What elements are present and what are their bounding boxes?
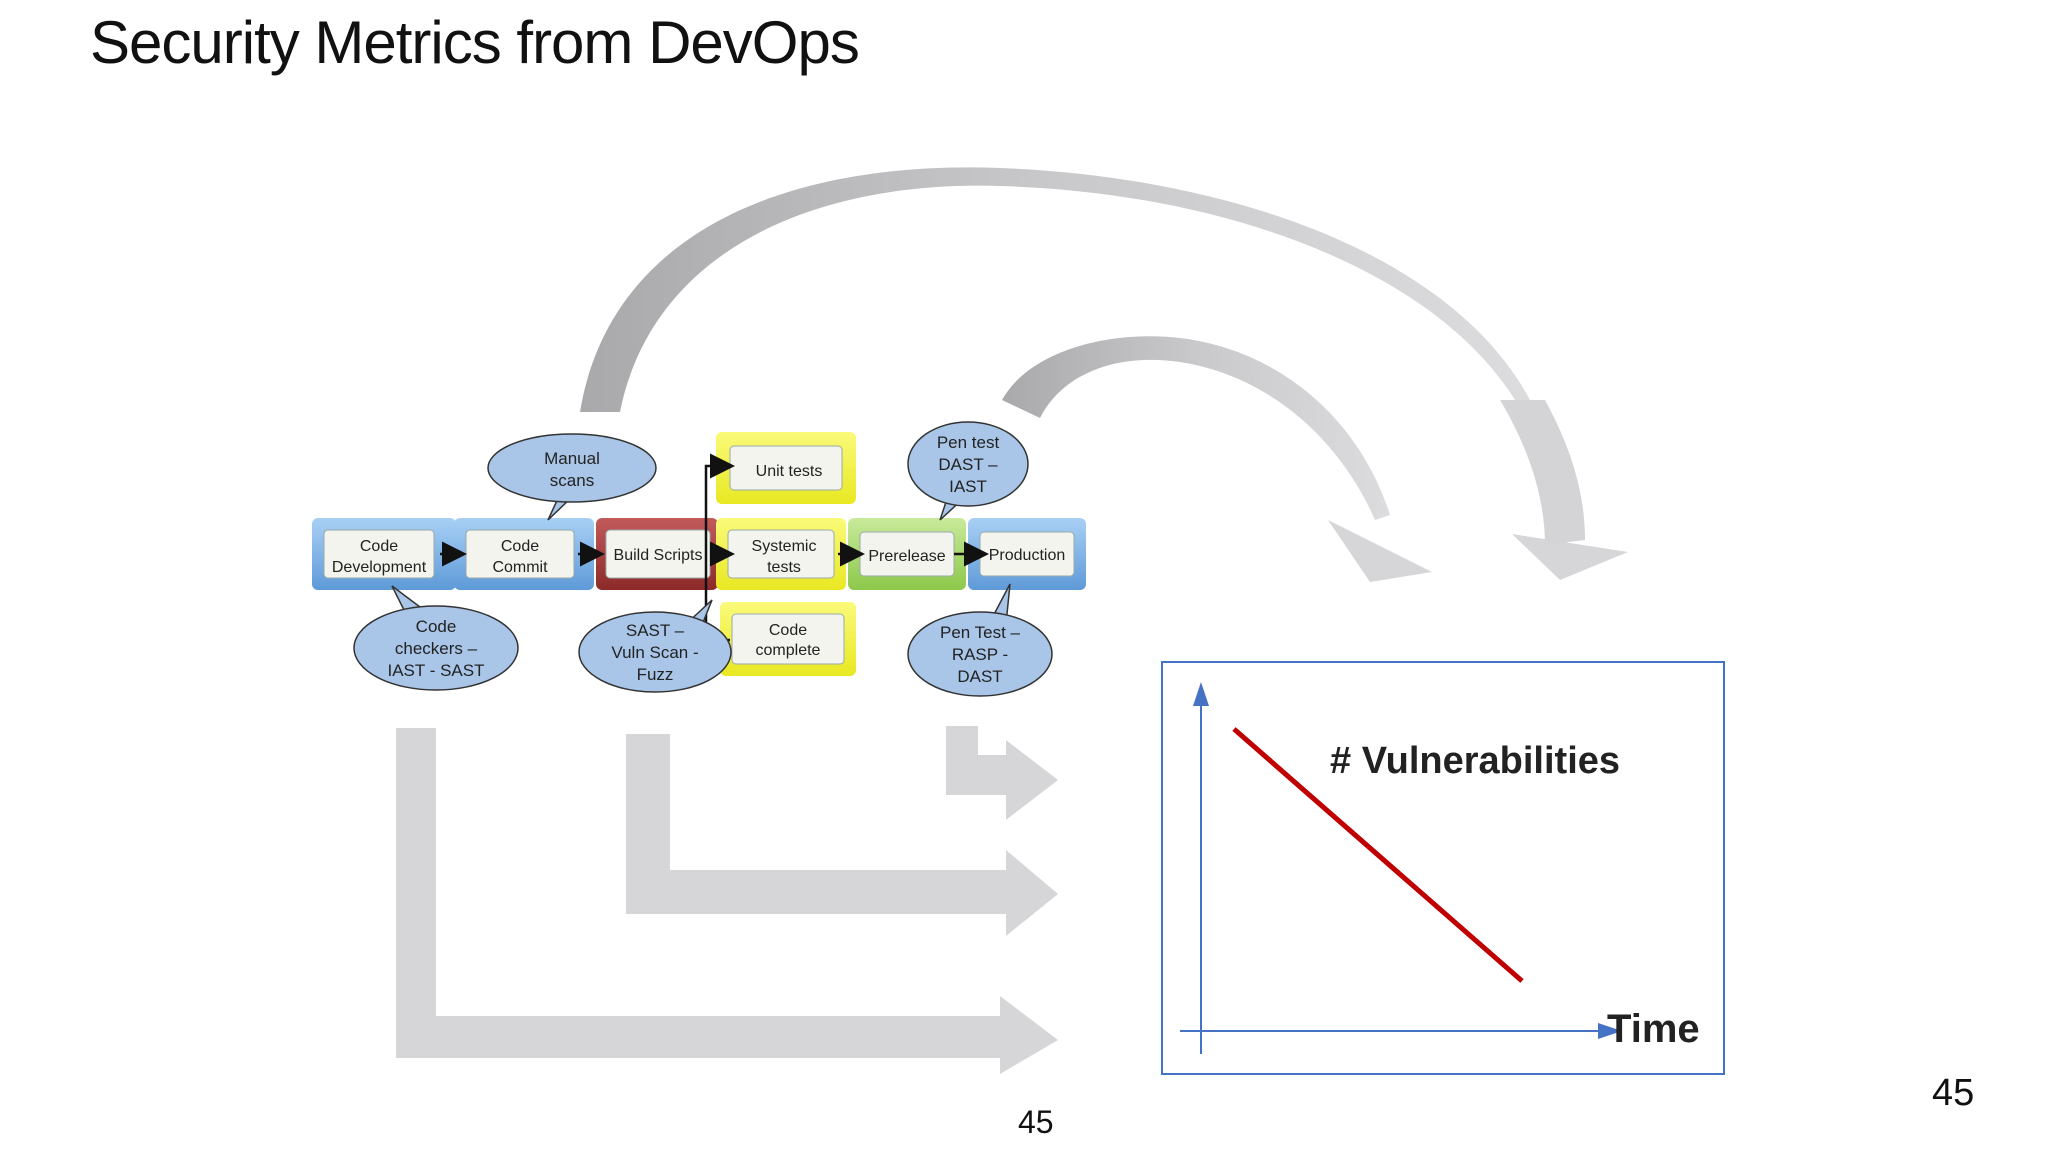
callout-label: scans xyxy=(550,471,594,490)
stage-label: tests xyxy=(767,559,801,576)
stage-label: Commit xyxy=(492,559,548,576)
callout-label: DAST – xyxy=(938,455,998,474)
stage-label: complete xyxy=(756,642,821,659)
callout-label: SAST – xyxy=(626,621,685,640)
callout-pen-test-dast: Pen test DAST – IAST xyxy=(907,421,1029,521)
inner-arc-arrow xyxy=(1002,336,1390,520)
stage-label: Production xyxy=(989,547,1066,564)
callout-label: Manual xyxy=(544,449,600,468)
feedback-arcs xyxy=(580,167,1628,582)
callout-manual-scans: Manual scans xyxy=(487,433,657,521)
callout-label: Code xyxy=(416,617,457,636)
pipeline: Code Development Code Commit Build Scrip… xyxy=(312,421,1086,697)
elbow-arrow-build xyxy=(626,734,1058,936)
stage-label: Code xyxy=(360,538,398,555)
stage-systemic-tests: Systemic tests xyxy=(716,518,846,590)
callout-label: Pen Test – xyxy=(940,623,1021,642)
callout-label: DAST xyxy=(957,667,1002,686)
stage-label: Development xyxy=(332,559,427,576)
chart-frame xyxy=(1161,661,1725,1075)
stage-label: Build Scripts xyxy=(614,547,703,564)
callout-sast-vuln: SAST – Vuln Scan - Fuzz xyxy=(578,599,732,693)
elbow-arrows xyxy=(396,726,1058,1074)
series-label: # Vulnerabilities xyxy=(1330,740,1620,782)
stage-label: Unit tests xyxy=(756,463,823,480)
outer-arc-tail xyxy=(1500,400,1585,545)
page-number: 45 xyxy=(1932,1072,1975,1114)
elbow-arrow-production xyxy=(946,726,1058,820)
inner-arc-arrowhead xyxy=(1328,520,1432,582)
callout-label: Fuzz xyxy=(637,665,674,684)
stage-build-scripts: Build Scripts xyxy=(596,518,718,590)
stage-label: Prerelease xyxy=(868,548,945,565)
callout-code-checkers: Code checkers – IAST - SAST xyxy=(353,585,519,691)
stage-code-commit: Code Commit xyxy=(454,518,594,590)
stage-prerelease: Prerelease xyxy=(848,518,966,590)
slide-title: Security Metrics from DevOps xyxy=(90,9,860,76)
callout-label: checkers – xyxy=(395,639,478,658)
stage-production: Production xyxy=(968,518,1086,590)
callout-label: IAST xyxy=(949,477,987,496)
stage-unit-tests: Unit tests xyxy=(716,432,856,504)
stage-label: Code xyxy=(501,538,539,555)
stage-code-development: Code Development xyxy=(312,518,456,590)
callout-label: Vuln Scan - xyxy=(611,643,698,662)
vulnerability-trend-line xyxy=(1232,727,1524,983)
callout-pen-test-rasp: Pen Test – RASP - DAST xyxy=(907,583,1053,697)
x-axis-label: Time xyxy=(1607,1007,1700,1051)
stage-label: Code xyxy=(769,622,807,639)
outer-arc-arrow xyxy=(580,167,1530,412)
stage-code-complete: Code complete xyxy=(720,602,856,676)
elbow-arrow-development xyxy=(396,728,1058,1074)
callout-label: RASP - xyxy=(952,645,1008,664)
callout-label: IAST - SAST xyxy=(388,661,485,680)
outer-arc-arrowhead xyxy=(1512,534,1628,580)
embedded-page-number: 45 xyxy=(1018,1104,1054,1140)
callout-label: Pen test xyxy=(937,433,1000,452)
vulnerability-trend-chart: # Vulnerabilities Time xyxy=(1161,661,1725,1075)
stage-label: Systemic xyxy=(752,538,817,555)
